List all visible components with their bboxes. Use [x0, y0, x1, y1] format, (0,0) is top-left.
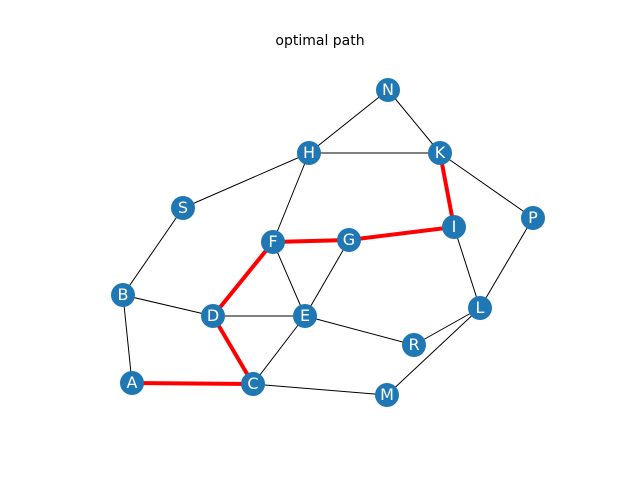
diagram-title: optimal path: [275, 33, 365, 49]
node-label-A: A: [127, 373, 138, 392]
node-label-L: L: [476, 298, 485, 317]
node-label-B: B: [118, 285, 129, 304]
node-circle-D: [201, 304, 225, 328]
node-F: F: [261, 230, 285, 254]
path-edge-I-K: [438, 151, 456, 229]
node-label-H: H: [303, 143, 315, 162]
node-circle-A: [120, 371, 144, 395]
node-label-I: I: [452, 217, 457, 236]
node-H: H: [297, 141, 321, 165]
path-edge-G-I: [347, 225, 456, 242]
node-circle-G: [337, 228, 361, 252]
node-circle-C: [241, 372, 265, 396]
edge-K-P: [439, 152, 534, 219]
edge-P-L: [479, 217, 534, 309]
path-layer: [130, 151, 456, 386]
node-label-F: F: [268, 232, 277, 251]
node-label-S: S: [178, 198, 188, 217]
edge-I-L: [453, 226, 481, 309]
node-S: S: [171, 196, 195, 220]
edge-L-R: [413, 307, 481, 346]
edge-L-M: [386, 307, 481, 396]
node-circle-E: [293, 304, 317, 328]
node-D: D: [201, 304, 225, 328]
node-label-P: P: [528, 208, 538, 227]
node-C: C: [241, 372, 265, 396]
edge-S-B: [122, 207, 184, 296]
node-circle-R: [402, 333, 426, 357]
node-circle-K: [428, 141, 452, 165]
node-circle-L: [468, 296, 492, 320]
node-I: I: [442, 215, 466, 239]
node-M: M: [375, 383, 399, 407]
edge-C-M: [252, 383, 388, 396]
node-circle-S: [171, 196, 195, 220]
edge-E-C: [252, 315, 306, 385]
node-circle-B: [111, 283, 135, 307]
node-N: N: [376, 78, 400, 102]
node-R: R: [402, 333, 426, 357]
node-label-G: G: [343, 230, 355, 249]
node-label-E: E: [300, 306, 310, 325]
node-G: G: [337, 228, 361, 252]
node-A: A: [120, 371, 144, 395]
node-circle-H: [297, 141, 321, 165]
node-circle-N: [376, 78, 400, 102]
nodes-layer: N H K S I P F G B L D E R A C M: [111, 78, 545, 407]
node-E: E: [293, 304, 317, 328]
node-L: L: [468, 296, 492, 320]
edge-F-E: [272, 241, 306, 317]
edge-N-H: [308, 89, 389, 154]
path-edge-C-D: [211, 314, 255, 386]
node-circle-I: [442, 215, 466, 239]
edge-H-S: [182, 152, 310, 209]
node-label-C: C: [247, 374, 258, 393]
node-B: B: [111, 283, 135, 307]
path-edge-F-G: [271, 238, 351, 244]
node-circle-P: [521, 206, 545, 230]
node-label-K: K: [435, 143, 446, 162]
node-label-M: M: [380, 385, 394, 404]
node-P: P: [521, 206, 545, 230]
node-circle-M: [375, 383, 399, 407]
edge-B-A: [122, 294, 133, 384]
edge-G-E: [304, 239, 350, 317]
node-label-R: R: [408, 335, 419, 354]
edge-B-D: [122, 294, 214, 317]
node-circle-F: [261, 230, 285, 254]
path-edge-D-F: [211, 240, 275, 318]
edge-N-K: [387, 89, 441, 154]
node-label-N: N: [382, 80, 394, 99]
edge-E-R: [304, 315, 415, 346]
node-K: K: [428, 141, 452, 165]
node-label-D: D: [207, 306, 219, 325]
path-edge-A-C: [130, 381, 255, 386]
edge-H-F: [272, 152, 310, 243]
